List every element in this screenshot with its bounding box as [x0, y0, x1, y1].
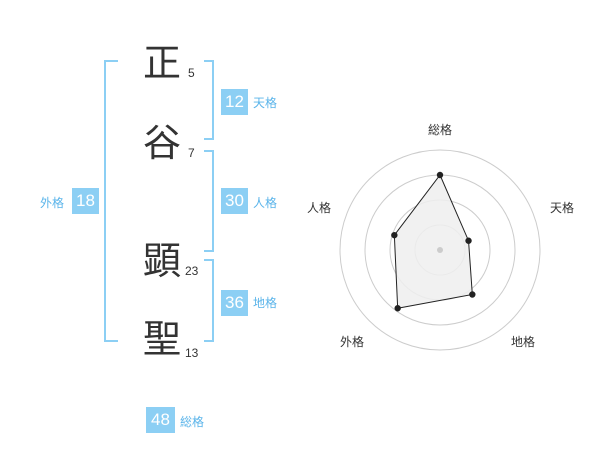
radar-point-0: [436, 171, 444, 179]
radar-point-3: [394, 305, 401, 312]
gaikaku-badge: 18: [72, 188, 99, 214]
radar-axis-label-gaikaku: 外格: [340, 335, 365, 349]
name-char-4: 聖: [143, 317, 182, 361]
tenkaku-label: 天格: [253, 96, 278, 110]
radar-center-dot: [437, 247, 443, 253]
name-char-3: 顕: [143, 239, 182, 283]
radar-axis-label-chikaku: 地格: [511, 335, 536, 349]
stroke-count-3: 23: [185, 264, 199, 278]
stroke-count-1: 5: [188, 66, 195, 80]
gaikaku-label: 外格: [40, 196, 65, 210]
tenkaku-bracket: [204, 60, 214, 140]
name-char-1: 正: [143, 41, 182, 85]
radar-point-1: [465, 237, 472, 244]
soukaku-label: 総格: [180, 415, 205, 429]
chikaku-badge: 36: [221, 290, 248, 316]
name-char-2: 谷: [143, 121, 182, 165]
chikaku-label: 地格: [253, 296, 278, 310]
radar-axis-label-jinkaku: 人格: [307, 201, 332, 215]
jinkaku-label: 人格: [253, 196, 278, 210]
stroke-count-2: 7: [188, 146, 195, 160]
radar-polygon: [393, 174, 473, 309]
radar-grid-ring: [339, 149, 541, 351]
chikaku-bracket: [204, 259, 214, 342]
stroke-count-4: 13: [185, 346, 199, 360]
radar-axis-label-tenkaku: 天格: [550, 201, 575, 215]
jinkaku-bracket: [204, 150, 214, 252]
radar-point-4: [391, 231, 398, 239]
tenkaku-badge: 12: [221, 89, 248, 115]
radar-point-2: [469, 291, 476, 298]
soukaku-badge: 48: [146, 407, 175, 433]
radar-axis-label-soukaku: 総格: [428, 123, 453, 137]
jinkaku-badge: 30: [221, 188, 248, 214]
gaikaku-bracket: [104, 60, 118, 342]
